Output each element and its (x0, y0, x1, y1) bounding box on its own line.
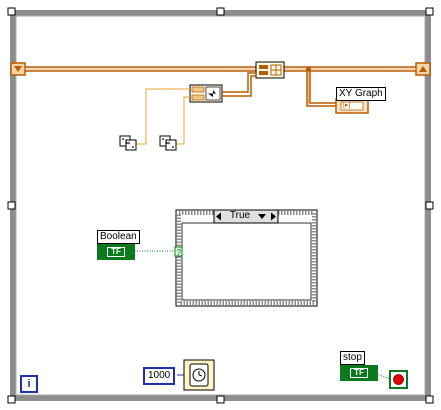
wait-ms-node[interactable] (183, 359, 215, 391)
wire-random-to-bundle[interactable] (136, 88, 190, 145)
xy-graph-terminal[interactable] (335, 98, 369, 114)
stop-condition-icon[interactable] (389, 370, 408, 389)
shift-register-right[interactable] (415, 62, 431, 76)
random-number-icon-1[interactable] (119, 135, 137, 151)
xy-graph-terminal-glyph: [▸] (343, 102, 351, 109)
case-selector-label[interactable]: True (229, 210, 251, 221)
stop-tf-text: TF (350, 368, 368, 378)
while-loop-inner-edge (15, 15, 426, 396)
wire-bundle-to-array[interactable] (222, 72, 256, 97)
resize-handles[interactable] (7, 7, 434, 404)
boolean-label: Boolean (97, 230, 140, 244)
case-selector-arrows[interactable] (213, 209, 279, 224)
iteration-terminal[interactable]: i (20, 375, 38, 393)
cluster-wire-main[interactable] (25, 66, 416, 72)
case-selector-terminal[interactable]: ? (174, 246, 183, 257)
case-structure-frame[interactable] (175, 209, 318, 307)
wait-constant-1000[interactable]: 1000 (143, 367, 176, 385)
stop-terminal[interactable]: TF (340, 365, 378, 381)
boolean-tf-text: TF (107, 247, 125, 257)
shift-register-left[interactable] (10, 62, 26, 76)
bundle-node[interactable] (189, 84, 223, 103)
stop-label: stop (340, 351, 365, 365)
wire-to-xy-graph[interactable] (306, 66, 336, 107)
build-array-node[interactable] (255, 61, 285, 79)
boolean-terminal[interactable]: TF (97, 244, 135, 260)
random-number-icon-2[interactable] (159, 135, 177, 151)
xy-graph-label: XY Graph (336, 87, 386, 101)
svg-text:?: ? (177, 248, 182, 257)
